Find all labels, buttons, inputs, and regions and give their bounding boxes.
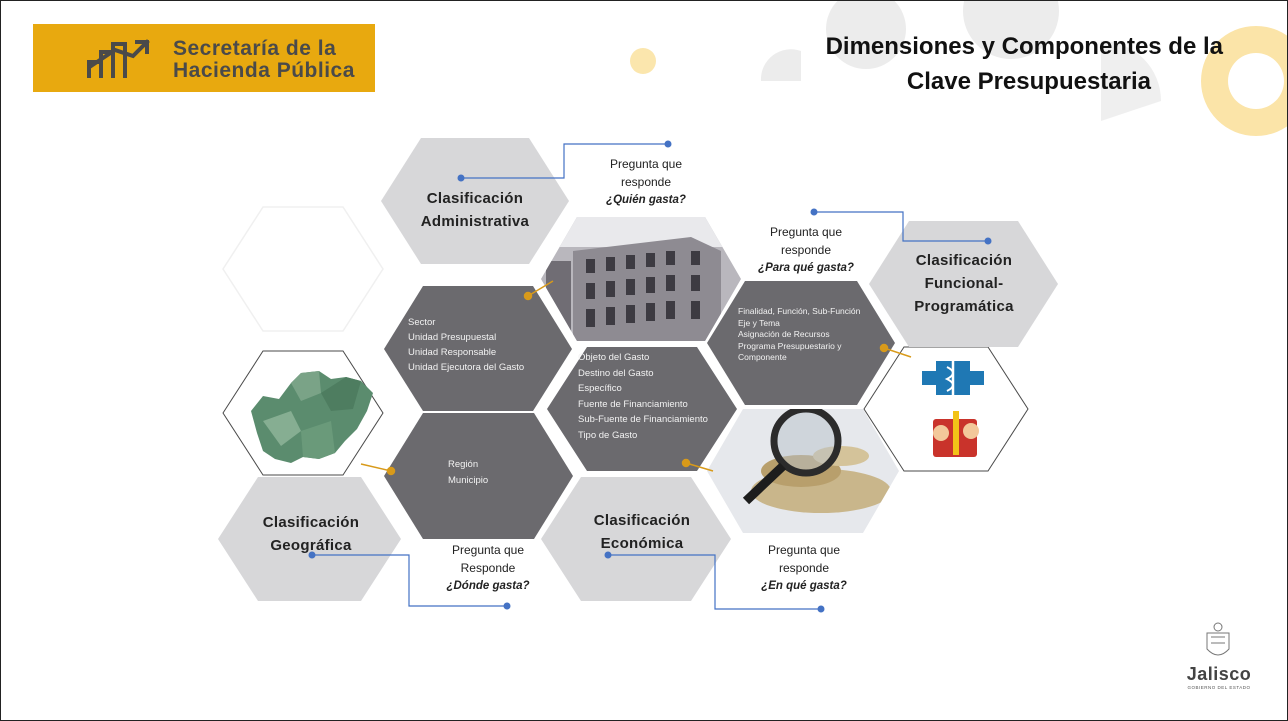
pin-admin-line (527, 280, 554, 297)
question-emphasis: ¿Dónde gasta? (446, 580, 530, 592)
admin-label-line2: Administrativa (420, 213, 530, 230)
list-item: Específico (578, 383, 622, 394)
building-photo (541, 217, 741, 341)
question-line1: Pregunta que (609, 157, 683, 171)
chart-growth-icon (87, 39, 150, 78)
geografica-label: Clasificación Geográfica (241, 511, 381, 557)
question-emphasis: ¿Quién gasta? (606, 194, 686, 206)
title-line2: Clave Presupuestaria (906, 68, 1151, 95)
admin-items: Sector Unidad Presupuestal Unidad Respon… (408, 315, 524, 375)
list-item: Municipio (448, 475, 489, 486)
question-line2: responde (620, 175, 672, 189)
funcional-label-line3: Programática (914, 298, 1014, 315)
admin-label-line1: Clasificación (426, 190, 524, 207)
background-decoration (630, 1, 1287, 136)
health-hex-frame (863, 346, 1029, 472)
connector-geografica-start-dot (308, 551, 316, 559)
economica-items: Objeto del Gasto Destino del Gasto Espec… (578, 350, 708, 443)
funcional-label-line2: Funcional- (924, 275, 1004, 292)
pin-funcional-line (883, 347, 912, 358)
pin-funcional-dot (879, 343, 889, 353)
question-line1: Pregunta que (451, 543, 525, 557)
connector-admin-start-dot (457, 174, 465, 182)
question-line1: Pregunta que (767, 543, 841, 557)
question-emphasis: ¿En qué gasta? (761, 580, 847, 592)
funcional-label: Clasificación Funcional- Programática (889, 249, 1039, 318)
list-item: Tipo de Gasto (578, 429, 638, 441)
question-line2: Responde (460, 561, 516, 575)
list-item: Componente (738, 352, 787, 362)
admin-content-hex (384, 286, 572, 411)
admin-label: Clasificación Administrativa (401, 187, 549, 233)
list-item: Región (448, 459, 479, 470)
connector-funcional-end-dot (984, 237, 992, 245)
geografica-question: Pregunta que Responde ¿Dónde gasta? (433, 541, 543, 595)
health-icons (922, 355, 984, 457)
jalisco-brand-sub: GOBIERNO DEL ESTADO (1187, 685, 1251, 690)
funcional-label-line1: Clasificación (915, 252, 1013, 269)
geografica-label-line2: Geográfica (270, 537, 352, 554)
pin-geografica-line (360, 463, 392, 472)
list-item: Eje y Tema (738, 317, 780, 328)
jalisco-logo: Jalisco GOBIERNO DEL ESTADO (1179, 626, 1259, 690)
jalisco-brand: Jalisco (1186, 664, 1252, 684)
list-item: Sub-Fuente de Financiamiento (578, 414, 708, 425)
economica-question: Pregunta que responde ¿En qué gasta? (749, 541, 859, 595)
economica-label-line1: Clasificación (593, 512, 691, 529)
jalisco-map (251, 371, 373, 463)
coins-photo (707, 409, 899, 533)
question-line1: Pregunta que (769, 225, 843, 239)
list-item: Objeto del Gasto (578, 352, 650, 363)
economica-label: Clasificación Económica (567, 509, 717, 555)
admin-question: Pregunta que responde ¿Quién gasta? (591, 155, 701, 209)
pin-economica-dot (681, 458, 691, 468)
list-item: Finalidad, Función, Sub-Función (738, 306, 861, 316)
geografica-content-hex (384, 413, 573, 539)
admin-label-hex (381, 138, 569, 264)
question-line2: responde (780, 243, 832, 257)
economica-label-line2: Económica (600, 535, 684, 552)
list-item: Unidad Responsable (408, 347, 497, 358)
pin-admin-dot (523, 291, 533, 301)
page-title: Dimensiones y Componentes de la Clave Pr… (771, 29, 1261, 99)
list-item: Unidad Ejecutora del Gasto (408, 362, 525, 373)
connector-geografica-end-dot (503, 602, 511, 610)
title-line1: Dimensiones y Componentes de la (825, 33, 1223, 60)
sehp-logo: Secretaría de la Hacienda Pública (33, 24, 375, 92)
economica-label-hex (541, 477, 731, 601)
jalisco-crest-icon (1206, 622, 1230, 656)
question-line2: responde (778, 561, 830, 575)
geografica-label-hex (218, 477, 401, 601)
list-item: Programa Presupuestario y (738, 340, 842, 351)
empty-hex-outline (222, 206, 384, 332)
connector-geografica (312, 554, 507, 607)
connector-economica-start-dot (604, 551, 612, 559)
pin-geografica-dot (386, 466, 396, 476)
funcional-content-hex (707, 281, 895, 405)
connector-economica (608, 554, 821, 610)
list-item: Asignación de Recursos (738, 329, 830, 339)
list-item: Fuente de Financiamiento (578, 398, 688, 410)
list-item: Sector (408, 317, 436, 328)
connector-admin (461, 143, 668, 179)
logo-text-line1: Secretaría de la (173, 37, 337, 60)
list-item: Unidad Presupuestal (408, 332, 497, 343)
pin-economica-line (685, 462, 714, 472)
question-emphasis: ¿Para qué gasta? (758, 262, 854, 274)
logo-text-line2: Hacienda Pública (173, 59, 355, 82)
funcional-question: Pregunta que responde ¿Para qué gasta? (751, 223, 861, 277)
economica-content-hex (547, 347, 737, 471)
geografica-label-line1: Clasificación (262, 514, 360, 531)
list-item: Destino del Gasto (578, 367, 654, 379)
connector-economica-end-dot (817, 605, 825, 613)
geografica-items: Región Municipio (448, 457, 488, 489)
connector-funcional (814, 211, 988, 242)
connector-funcional-start-dot (810, 208, 818, 216)
funcional-label-hex (869, 221, 1058, 347)
connector-admin-end-dot (664, 140, 672, 148)
funcional-items: Finalidad, Función, Sub-Función Eje y Te… (738, 306, 860, 364)
